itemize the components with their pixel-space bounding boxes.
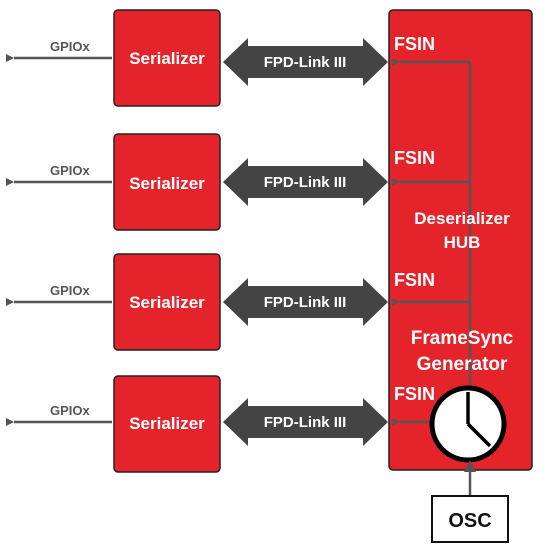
- serializer-row: GPIOx Serializer FPD-Link III FSIN: [5, 9, 470, 107]
- serializer-label: Serializer: [129, 414, 205, 433]
- gpio-label: GPIOx: [50, 283, 91, 298]
- serializer-block: [113, 375, 221, 473]
- fsin-label: FSIN: [394, 34, 435, 54]
- clock-icon: [429, 385, 507, 463]
- generator-label-line2: Generator: [417, 354, 508, 375]
- gpio-label: GPIOx: [50, 163, 91, 178]
- osc-label: OSC: [448, 510, 491, 532]
- deserializer-hub-block: [388, 9, 533, 471]
- serializer-label: Serializer: [129, 293, 205, 312]
- gpio-label: GPIOx: [50, 403, 91, 418]
- hub-label-line2: HUB: [444, 233, 481, 252]
- fsin-label: FSIN: [394, 148, 435, 168]
- hub-label-line1: Deserializer: [414, 209, 510, 228]
- serializer-block: [113, 9, 221, 107]
- serializer-row: GPIOx Serializer FPD-Link III FSIN: [5, 253, 470, 351]
- osc-arrowhead: [464, 460, 476, 472]
- serializer-block: [113, 253, 221, 351]
- serializer-row: GPIOx Serializer FPD-Link III FSIN: [5, 375, 436, 473]
- fpd-link-label: FPD-Link III: [264, 414, 347, 431]
- serializer-label: Serializer: [129, 49, 205, 68]
- fpd-link-label: FPD-Link III: [264, 174, 347, 191]
- fpd-link-arrow: [223, 278, 388, 326]
- fsin-label: FSIN: [394, 270, 435, 290]
- osc-block: [431, 495, 509, 543]
- serializer-label: Serializer: [129, 174, 205, 193]
- fpd-link-arrow: [223, 158, 388, 206]
- serializer-row: GPIOx Serializer FPD-Link III FSIN: [5, 133, 470, 231]
- fsin-label: FSIN: [394, 384, 435, 404]
- fpd-link-arrow: [223, 398, 388, 446]
- gpio-label: GPIOx: [50, 39, 91, 54]
- fpd-link-label: FPD-Link III: [264, 54, 347, 71]
- fpd-link-label: FPD-Link III: [264, 294, 347, 311]
- serializer-block: [113, 133, 221, 231]
- fpd-link-arrow: [223, 38, 388, 86]
- generator-label-line1: FrameSync: [411, 328, 514, 349]
